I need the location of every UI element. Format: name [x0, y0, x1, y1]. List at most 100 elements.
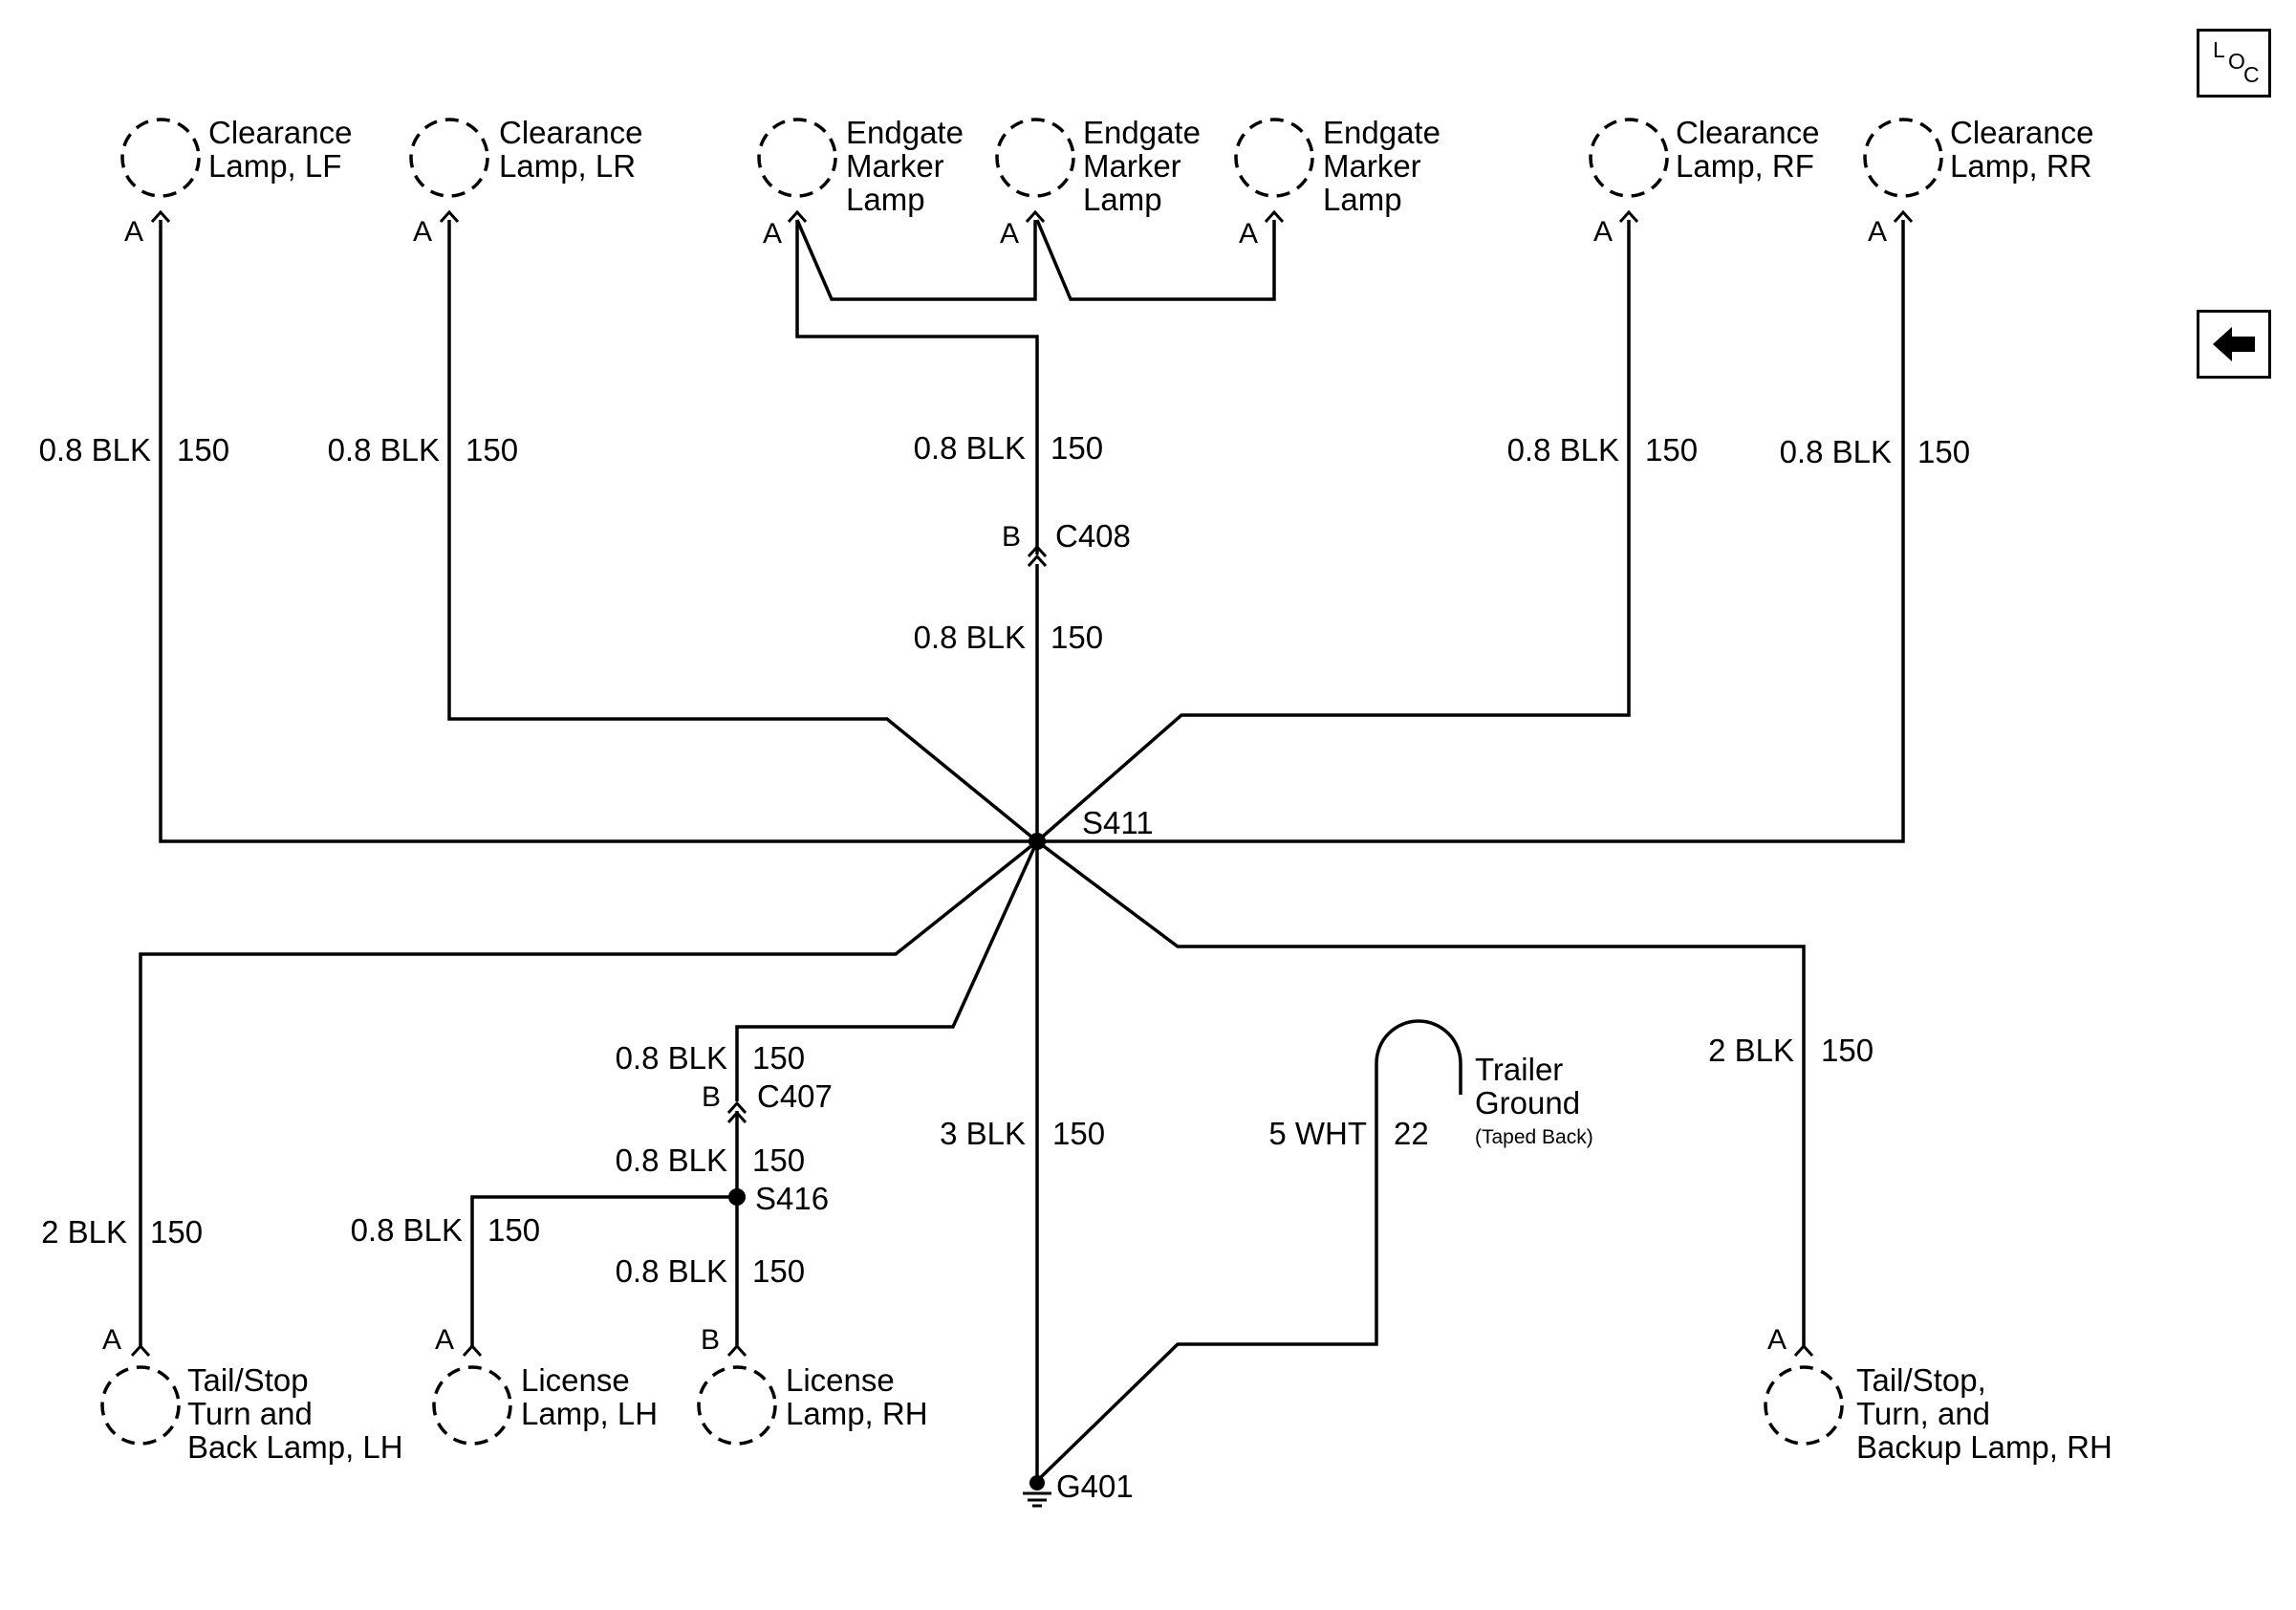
circuit-number-label: 150 [1051, 620, 1103, 655]
wire-size-label: 3 BLK [940, 1116, 1026, 1151]
loc-button[interactable]: L O C [2197, 29, 2271, 98]
connector-c407-label: C407 [757, 1078, 833, 1114]
pin-label: B [1002, 521, 1021, 553]
wire-labels: 0.8 BLK 0.8 BLK 0.8 BLK 0.8 BLK 0.8 BLK … [39, 430, 1892, 1289]
pin-label: A [763, 218, 782, 250]
loc-glyph: C [2243, 62, 2260, 87]
terminal-icon [787, 209, 808, 224]
wire-size-label: 0.8 BLK [616, 1040, 727, 1076]
terminal-icon [1793, 1343, 1814, 1358]
license-lh-lamp-icon [432, 1365, 512, 1446]
terminal-symbols [130, 209, 1914, 1358]
endgate-3-lamp-icon [1234, 118, 1314, 198]
wire-endgate-jumper-2 [1035, 219, 1276, 301]
circuit-number-label: 150 [487, 1212, 540, 1248]
terminal-icon [1025, 209, 1046, 224]
pin-labels: A A A A A A A B B A A B A [102, 216, 1887, 1356]
connector-c407-icon [726, 1100, 747, 1124]
circuit-number-label: 150 [1052, 1116, 1105, 1151]
circuit-number-label: 150 [752, 1142, 805, 1178]
pin-label: A [124, 216, 143, 248]
loc-glyph: L [2213, 37, 2225, 62]
terminal-icon [1893, 209, 1914, 224]
circuit-number-label: 22 [1394, 1116, 1429, 1151]
loc-icon: L O C [2199, 32, 2268, 95]
terminal-icon [130, 1343, 151, 1358]
clearance-lr-lamp-icon [409, 118, 489, 198]
left-arrow-icon [2213, 327, 2255, 361]
wire-endgate-jumper-1 [795, 219, 1037, 301]
pin-label: A [1000, 218, 1019, 250]
wire-tail-lh [139, 839, 1039, 1346]
pin-label: A [102, 1324, 121, 1356]
wire-size-label: 2 BLK [41, 1214, 127, 1250]
wire-size-label: 0.8 BLK [1507, 432, 1619, 468]
wire-size-label: 0.8 BLK [351, 1212, 463, 1248]
wire-size-label: 0.8 BLK [914, 430, 1026, 466]
pin-label: A [413, 216, 432, 248]
circuit-number-label: 150 [466, 432, 518, 468]
wire-size-label: 0.8 BLK [616, 1142, 727, 1178]
pin-label: A [1593, 216, 1613, 248]
circuit-number-label: 150 [177, 432, 229, 468]
splice-s411-dot [1029, 833, 1046, 850]
pin-label: B [702, 1081, 721, 1113]
circuit-number-label: 150 [752, 1253, 805, 1289]
wire-tail-rh [1035, 839, 1806, 1346]
splice-s416-label: S416 [755, 1181, 829, 1216]
back-button[interactable] [2197, 310, 2271, 379]
pin-label: A [1868, 216, 1887, 248]
clearance-lf-lamp-icon [120, 118, 201, 198]
wire-license-feed [735, 840, 1039, 1101]
circuit-number-label: 150 [1821, 1033, 1874, 1068]
ground-symbol [1023, 1475, 1051, 1508]
terminal-icon [150, 209, 171, 224]
connector-c408-label: C408 [1055, 518, 1131, 554]
wire-size-label: 0.8 BLK [39, 432, 151, 468]
wire-trailer-ground [1039, 1019, 1462, 1479]
circuit-number-label: 150 [1051, 430, 1103, 466]
wire-size-label: 0.8 BLK [328, 432, 440, 468]
terminal-icon [1618, 209, 1639, 224]
tail-rh-lamp-icon [1764, 1365, 1844, 1446]
circuit-number-label: 150 [1645, 432, 1698, 468]
pin-label: A [1239, 218, 1258, 250]
wire-size-label: 0.8 BLK [914, 620, 1026, 655]
loc-glyph: O [2228, 49, 2245, 74]
wire-size-label: 0.8 BLK [616, 1253, 727, 1289]
circuit-number-label: 150 [752, 1040, 805, 1076]
clearance-rr-lamp-icon [1863, 118, 1943, 198]
wire-size-label: 0.8 BLK [1780, 434, 1892, 469]
terminal-icon [726, 1343, 747, 1358]
license-rh-lamp-icon [697, 1365, 777, 1446]
circuit-number-label: 150 [1917, 434, 1970, 469]
wire-size-label: 2 BLK [1708, 1033, 1794, 1068]
terminal-icon [1264, 209, 1285, 224]
wire-clearance-rf [1035, 220, 1631, 843]
circuit-labels: 150 150 150 150 150 150 150 150 150 150 … [150, 430, 1970, 1289]
terminal-icon [462, 1343, 483, 1358]
endgate-1-lamp-icon [757, 118, 837, 198]
ground-g401-label: G401 [1056, 1469, 1134, 1504]
pin-label: B [701, 1324, 720, 1356]
pin-label: A [1767, 1324, 1787, 1356]
tail-lh-lamp-icon [100, 1365, 181, 1446]
wire-clearance-lr [447, 220, 1039, 843]
wire-clearance-lf [159, 220, 1037, 843]
splice-s411-label: S411 [1082, 805, 1154, 840]
terminal-icon [439, 209, 460, 224]
splice-s416-dot [728, 1188, 746, 1206]
reference-labels: C408 C407 S411 S416 G401 [755, 518, 1154, 1504]
wires [139, 219, 1905, 1479]
wire-size-label: 5 WHT [1268, 1116, 1367, 1151]
